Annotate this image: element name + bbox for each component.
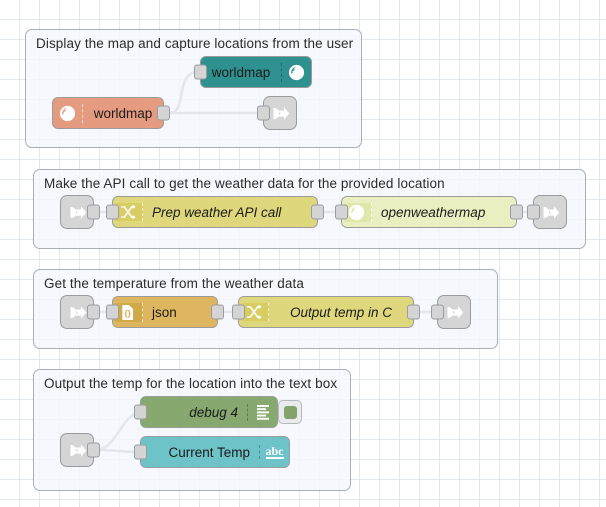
node-port-input[interactable]: [134, 404, 147, 420]
group-label: Output the temp for the location into th…: [44, 376, 338, 391]
node-label: worldmap: [93, 105, 153, 121]
svg-text:{}: {}: [124, 307, 131, 317]
node-port-input[interactable]: [527, 204, 540, 220]
node-port-output[interactable]: [211, 304, 224, 320]
node-port-input[interactable]: [134, 444, 147, 460]
node-worldmap-out[interactable]: worldmap: [194, 56, 312, 88]
node-label: worldmap: [211, 64, 271, 80]
node-debug-4[interactable]: debug 4: [134, 396, 302, 428]
group-label: Get the temperature from the weather dat…: [44, 276, 304, 291]
link-in-icon: [70, 305, 86, 319]
group-output-temp[interactable]: Output the temp for the location into th…: [33, 369, 351, 491]
globe-icon: [342, 202, 372, 222]
link-in-icon: [70, 443, 86, 457]
node-port-input[interactable]: [431, 304, 444, 320]
node-link-in-2[interactable]: [60, 195, 100, 229]
node-port-output[interactable]: [87, 442, 100, 458]
json-braces-icon: {}: [113, 302, 143, 322]
node-link-out-3[interactable]: [431, 295, 471, 329]
node-prep-weather-api-call[interactable]: Prep weather API call: [106, 196, 324, 228]
change-icon: [239, 303, 269, 321]
link-out-icon: [447, 305, 463, 319]
debug-lines-icon: [247, 403, 277, 421]
node-port-output[interactable]: [311, 204, 324, 220]
node-port-output[interactable]: [87, 304, 100, 320]
node-port-input[interactable]: [257, 105, 270, 121]
node-link-out-1[interactable]: [257, 96, 297, 130]
link-out-icon: [273, 106, 289, 120]
node-output-temp-in-c[interactable]: Output temp in C: [232, 296, 420, 328]
node-label: openweathermap: [381, 204, 486, 220]
node-port-input[interactable]: [232, 304, 245, 320]
node-link-in-4[interactable]: [60, 433, 100, 467]
link-in-icon: [70, 205, 86, 219]
node-port-output[interactable]: [157, 105, 170, 121]
node-link-out-2[interactable]: [527, 195, 567, 229]
group-display-map[interactable]: Display the map and capture locations fr…: [25, 29, 362, 148]
change-icon: [113, 203, 143, 221]
node-openweathermap[interactable]: openweathermap: [335, 196, 523, 228]
globe-icon: [53, 103, 83, 123]
link-out-icon: [543, 205, 559, 219]
node-port-input[interactable]: [106, 304, 119, 320]
debug-toggle-indicator: [283, 405, 297, 419]
node-label: json: [152, 304, 177, 320]
node-port-output[interactable]: [510, 204, 523, 220]
group-label: Make the API call to get the weather dat…: [44, 176, 445, 191]
node-worldmap-in[interactable]: worldmap: [52, 97, 170, 129]
node-label: Current Temp: [168, 444, 250, 460]
node-label: debug 4: [189, 404, 238, 420]
node-port-output[interactable]: [87, 204, 100, 220]
debug-toggle-button[interactable]: [278, 400, 302, 424]
node-port-input[interactable]: [194, 64, 207, 80]
group-label: Display the map and capture locations fr…: [36, 36, 354, 51]
node-label: Prep weather API call: [152, 204, 282, 220]
node-port-output[interactable]: [407, 304, 420, 320]
node-current-temp[interactable]: Current Temp abc: [134, 436, 290, 468]
abc-text-icon: abc: [259, 445, 289, 459]
node-json[interactable]: {} json: [106, 296, 224, 328]
node-port-input[interactable]: [335, 204, 348, 220]
globe-icon: [281, 62, 311, 82]
node-port-input[interactable]: [106, 204, 119, 220]
node-link-in-3[interactable]: [60, 295, 100, 329]
node-label: Output temp in C: [289, 304, 393, 320]
